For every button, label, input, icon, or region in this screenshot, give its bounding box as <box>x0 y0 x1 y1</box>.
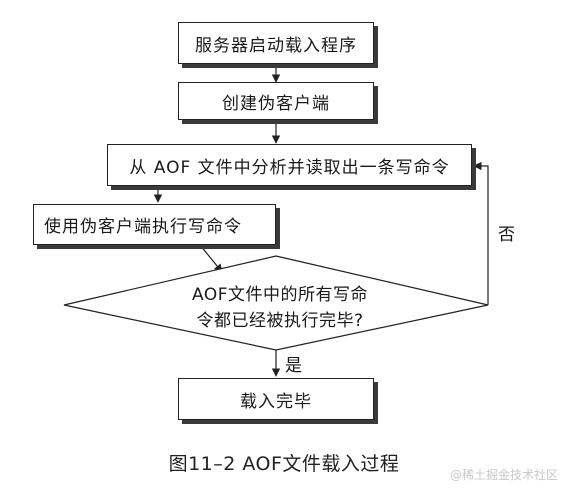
step-start-server-label: 服务器启动载入程序 <box>195 35 357 56</box>
decision-label: AOF文件中的所有写命 令都已经被执行完毕? <box>170 282 390 334</box>
figure-caption: 图11–2 AOF文件载入过程 <box>168 453 400 475</box>
step-read-command-label: 从 AOF 文件中分析并读取出一条写命令 <box>129 157 450 178</box>
step-create-fake-client-label: 创建伪客户端 <box>222 93 330 114</box>
step-execute-command-label: 使用伪客户端执行写命令 <box>44 217 242 237</box>
no-label: 否 <box>498 225 515 245</box>
step-load-complete: 载入完毕 <box>178 378 374 420</box>
arrow-decision-no-loop <box>473 161 489 305</box>
step-execute-command: 使用伪客户端执行写命令 <box>33 204 276 245</box>
decision-label-line1: AOF文件中的所有写命 <box>192 285 368 305</box>
step-start-server: 服务器启动载入程序 <box>178 22 374 64</box>
decision-label-line2: 令都已经被执行完毕? <box>196 311 364 331</box>
arrow-execute-to-decision <box>199 244 223 273</box>
yes-label: 是 <box>285 356 302 376</box>
step-create-fake-client: 创建伪客户端 <box>178 82 374 120</box>
step-load-complete-label: 载入完毕 <box>240 391 312 412</box>
step-read-command: 从 AOF 文件中分析并读取出一条写命令 <box>107 144 472 186</box>
watermark: @稀土掘金技术社区 <box>449 468 558 482</box>
